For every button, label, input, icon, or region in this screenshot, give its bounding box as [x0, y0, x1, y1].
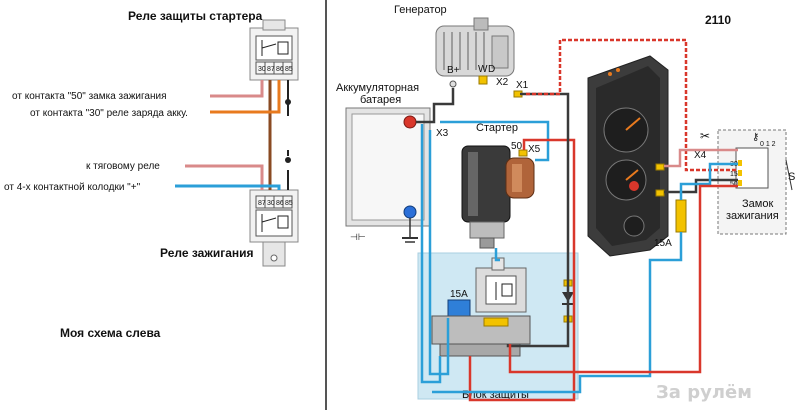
relay-ignition: 87 30 86 85 — [249, 189, 299, 267]
battery-label: Аккумуляторная батарея — [336, 82, 422, 106]
left-line-2: от контакта "30" реле заряда акку. — [30, 108, 188, 119]
watermark: За рулём — [656, 382, 752, 403]
generator: Генератор B+ W D — [394, 4, 515, 88]
battery-label-line-2: батарея — [360, 94, 401, 106]
left-scheme: Реле защиты стартера 30 87 86 85 87 — [4, 9, 299, 340]
my-scheme-label: Моя схема слева — [60, 326, 161, 340]
left-line-3: к тяговому реле — [86, 161, 160, 172]
terminal-d: D — [488, 64, 495, 75]
left-wires — [175, 80, 291, 190]
battery-label-line-1: Аккумуляторная — [336, 82, 419, 94]
connector-x5: X5 — [528, 144, 541, 155]
relay-bottom-pin-1: 87 — [258, 200, 266, 207]
right-wires — [416, 38, 738, 402]
model-label: 2110 — [705, 13, 731, 27]
relay-top-pin-3: 86 — [276, 66, 284, 73]
battery-symbol: ⊣⊢ — [350, 232, 366, 242]
starter: Стартер 50 — [461, 122, 535, 249]
relay-bottom-pin-2: 30 — [267, 200, 275, 207]
left-line-4: от 4-х контактной колодки "+" — [4, 182, 141, 193]
scissors-icon: ✂ — [700, 129, 710, 143]
relay-bottom-pin-4: 85 — [285, 200, 293, 207]
relay-starter: 30 87 86 85 — [249, 19, 299, 81]
connector-x1: X1 — [516, 80, 529, 91]
relay-top-pin-2: 87 — [267, 66, 275, 73]
relay-top-pin-4: 85 — [285, 66, 293, 73]
ignition-lock-label-line-1: Замок — [742, 198, 773, 210]
connector-x3: X3 — [436, 128, 449, 139]
terminal-w: W — [478, 64, 488, 75]
instrument-cluster — [587, 55, 669, 257]
lock-positions: 0 1 2 — [760, 141, 776, 148]
lock-s-label: S — [788, 171, 795, 183]
battery: Аккумуляторная батарея ⊣⊢ — [336, 82, 431, 243]
connector-x2: X2 — [496, 77, 509, 88]
right-scheme: 2110 Блок защиты Генератор B+ W D X2 — [336, 4, 795, 403]
lock-pin-2: 15 — [730, 171, 738, 178]
lock-pin-3: 50 — [730, 181, 738, 188]
terminal-bplus: B+ — [447, 65, 460, 76]
relay-ignition-title: Реле зажигания — [160, 246, 254, 260]
key-icon: ⚷ — [752, 132, 759, 143]
generator-label: Генератор — [394, 4, 447, 16]
ignition-lock-label: Замок зажигания — [726, 198, 779, 222]
fuse-block-label: 15A — [450, 289, 468, 300]
ignition-lock: 0 1 2 30 15 50 ⚷ S Замок зажигания — [717, 129, 795, 235]
pin-50: 50 — [511, 141, 523, 152]
connector-x4: X4 — [694, 150, 707, 161]
starter-label: Стартер — [476, 122, 518, 134]
relay-starter-title: Реле защиты стартера — [128, 9, 263, 23]
relay-bottom-pin-3: 86 — [276, 200, 284, 207]
left-line-1: от контакта "50" замка зажигания — [12, 91, 167, 102]
ignition-lock-label-line-2: зажигания — [726, 210, 779, 222]
dash-fuse-label: 15A — [654, 238, 672, 249]
relay-top-pin-1: 30 — [258, 66, 266, 73]
